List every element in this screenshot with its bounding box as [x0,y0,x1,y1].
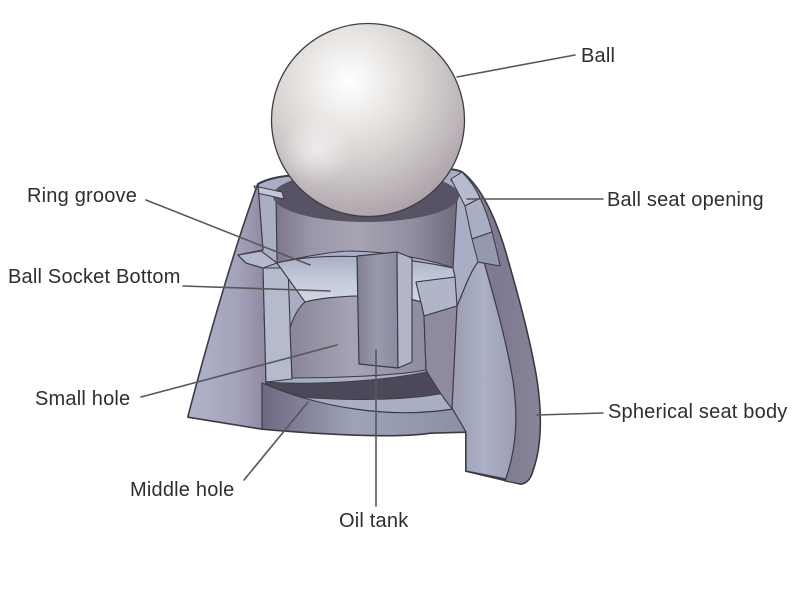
label-middle-hole: Middle hole [130,479,235,501]
label-ball-socket-bottom: Ball Socket Bottom [8,266,181,288]
label-ring-groove: Ring groove [27,185,138,207]
oil-tank-post-side [396,251,413,369]
label-oil-tank: Oil tank [339,510,409,532]
label-ball-seat-opening: Ball seat opening [607,189,764,211]
leader-line-spherical-seat-body [536,412,604,416]
ball-secondary-highlight [280,114,352,186]
left-cut-strip [262,267,293,383]
spherical-seat-body-graphic [187,168,542,485]
leader-lines [140,54,604,507]
ball-graphic [270,22,466,218]
leader-line-ball [456,54,576,78]
label-ball: Ball [581,45,616,67]
leader-line-middle-hole [243,401,309,481]
rim-facet-low [471,231,501,267]
leader-line-ring-groove [145,199,311,266]
leader-line-small-hole [140,344,338,398]
label-spherical-seat-body: Spherical seat body [608,401,788,423]
oil-tank-post-front [356,251,399,369]
leader-line-ball-socket-bottom [182,285,331,292]
label-small-hole: Small hole [35,388,131,410]
ring-groove-notch [237,250,278,269]
